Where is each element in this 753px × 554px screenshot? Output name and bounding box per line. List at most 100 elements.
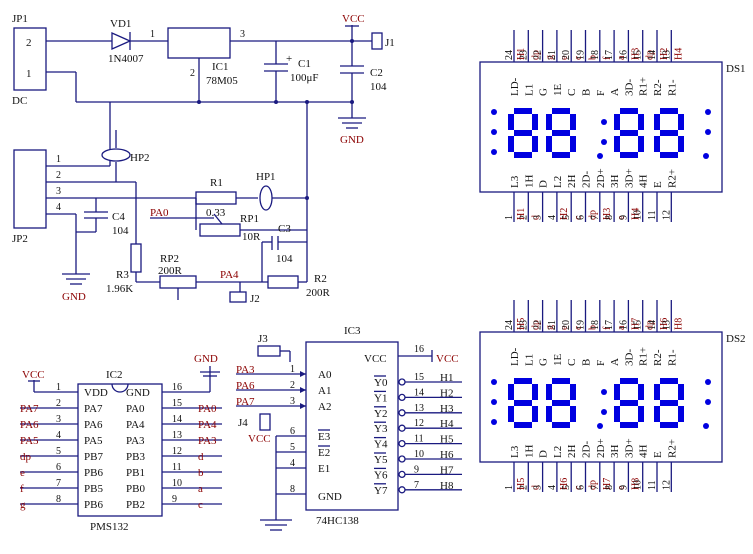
- display-top-label: A: [609, 88, 621, 96]
- ic2-right-pin-label: PA3: [126, 435, 145, 447]
- display-top-net: f: [602, 326, 613, 330]
- ic3-input-pin-num: 2: [290, 380, 295, 391]
- display-segment: [638, 384, 644, 400]
- display-bottom-net: H8: [630, 478, 641, 490]
- display-bottom-pin-num: 8: [604, 215, 615, 220]
- ic3-output-pin-num: 14: [414, 387, 424, 398]
- display-top-label: L1: [523, 354, 535, 366]
- ic3-output-net: H7: [440, 464, 454, 476]
- ic2-left-net: PA7: [20, 403, 39, 415]
- hp1-label: HP1: [256, 171, 276, 183]
- ic3-output-bubble: [398, 424, 406, 432]
- display-segment: [660, 422, 678, 428]
- display-segment: [620, 108, 638, 114]
- ic3-input-pin-num: 5: [290, 442, 295, 453]
- ic3-output-bubble: [398, 455, 406, 463]
- display-segment: [614, 136, 620, 152]
- display-segment: [620, 400, 638, 406]
- display-segment: [508, 114, 514, 130]
- ic3-output-pin-num: 9: [414, 464, 419, 475]
- ic2-left-pin-num: 2: [56, 398, 61, 409]
- display-segment: [552, 130, 570, 136]
- display-segment: [654, 114, 660, 130]
- ic2-right-pin-num: 9: [172, 494, 177, 505]
- ic2-left-pin-num: 1: [56, 382, 61, 393]
- rp1-value: 10R: [242, 231, 261, 243]
- ic2-right-pin-label: PB2: [126, 499, 145, 511]
- ic3-input-arrow: [300, 387, 306, 393]
- display-top-label: R1-: [666, 79, 678, 96]
- display-bottom-pin-num: 3: [533, 485, 544, 490]
- display-bottom-net: d: [530, 215, 541, 220]
- display-top-pin-num: 13: [661, 50, 672, 60]
- display-dp: [597, 153, 603, 159]
- ic3-output-net: H6: [440, 449, 454, 461]
- display-segment: [570, 406, 576, 422]
- ic3-input-pin-num: 1: [290, 364, 295, 375]
- ic2-left-pin-label: PA7: [84, 403, 103, 415]
- hp1-symbol: [259, 185, 273, 211]
- display-colon: [601, 409, 607, 415]
- display-segment: [552, 400, 570, 406]
- display-segment: [532, 384, 538, 400]
- display-top-net: H8: [673, 318, 684, 330]
- ic3-pin16: 16: [414, 344, 424, 355]
- display-bottom-label: 2H: [566, 175, 578, 189]
- ic3-label: IC3: [344, 325, 361, 337]
- display-top-label: F: [595, 360, 607, 366]
- display-bottom-pin-num: 12: [661, 210, 672, 220]
- r3-value: 1.96K: [106, 283, 133, 295]
- ic3-output-pin-num: 12: [414, 418, 424, 429]
- display-top-label: R1+: [638, 347, 650, 366]
- ic2-right-net: d: [198, 451, 204, 463]
- gnd-top: GND: [340, 134, 364, 146]
- display-dp: [703, 153, 709, 159]
- display-top-net: e: [559, 325, 570, 330]
- display-bottom-pin-num: 9: [618, 215, 629, 220]
- display-indicator: [491, 379, 497, 385]
- display-top-label: R2-: [652, 79, 664, 96]
- display-top-label: 1E: [552, 354, 564, 367]
- display-bottom-label: E: [652, 181, 664, 188]
- display-top-pin-num: 18: [590, 50, 601, 60]
- ic3-input-pin-num: 4: [290, 458, 295, 469]
- display-bottom-net: c: [573, 485, 584, 490]
- rp2-value: 200R: [158, 265, 183, 277]
- display-indicator: [705, 109, 711, 115]
- display-segment: [638, 136, 644, 152]
- display-segment: [508, 136, 514, 152]
- display-top-pin-num: 17: [604, 50, 615, 60]
- ic3-input-arrow: [300, 371, 306, 377]
- display-segment: [654, 384, 660, 400]
- display-top-pin-num: 22: [533, 320, 544, 330]
- ic3-output-bubble: [398, 470, 406, 479]
- ic2-left-net: e: [20, 467, 25, 479]
- display-top-pin-num: 21: [547, 320, 558, 330]
- display-top-net: a: [616, 325, 627, 330]
- ic2-label: IC2: [106, 369, 123, 381]
- display-top-label: F: [595, 90, 607, 96]
- rp1-pot: [199, 223, 241, 237]
- ic3-input-pin-num: 6: [290, 426, 295, 437]
- display-top-net: H1: [516, 48, 527, 60]
- ic2-right-pin-label: PA4: [126, 419, 145, 431]
- ic2-left-pin-label: PB6: [84, 467, 103, 479]
- display-indicator: [491, 109, 497, 115]
- display-bottom-label: 2D-: [581, 171, 593, 188]
- display-bottom-pin-num: 9: [618, 485, 629, 490]
- display-bottom-label: D: [538, 450, 550, 458]
- display-top-net: dp: [645, 50, 656, 60]
- display-label: DS2: [726, 333, 746, 345]
- ic2-left-pin-num: 7: [56, 478, 61, 489]
- display-segment: [546, 384, 552, 400]
- ic3-output-net: H4: [440, 418, 454, 430]
- ic2-gnd: GND: [194, 353, 218, 365]
- display-bottom-pin-num: 1: [504, 485, 515, 490]
- display-segment: [620, 378, 638, 384]
- display-top-pin-num: 19: [576, 50, 587, 60]
- ic2-right-net: c: [198, 499, 203, 511]
- ic3-output-pin-num: 15: [414, 372, 424, 383]
- ic3-output-label: Y6: [374, 469, 388, 481]
- r2-label: R2: [314, 273, 327, 285]
